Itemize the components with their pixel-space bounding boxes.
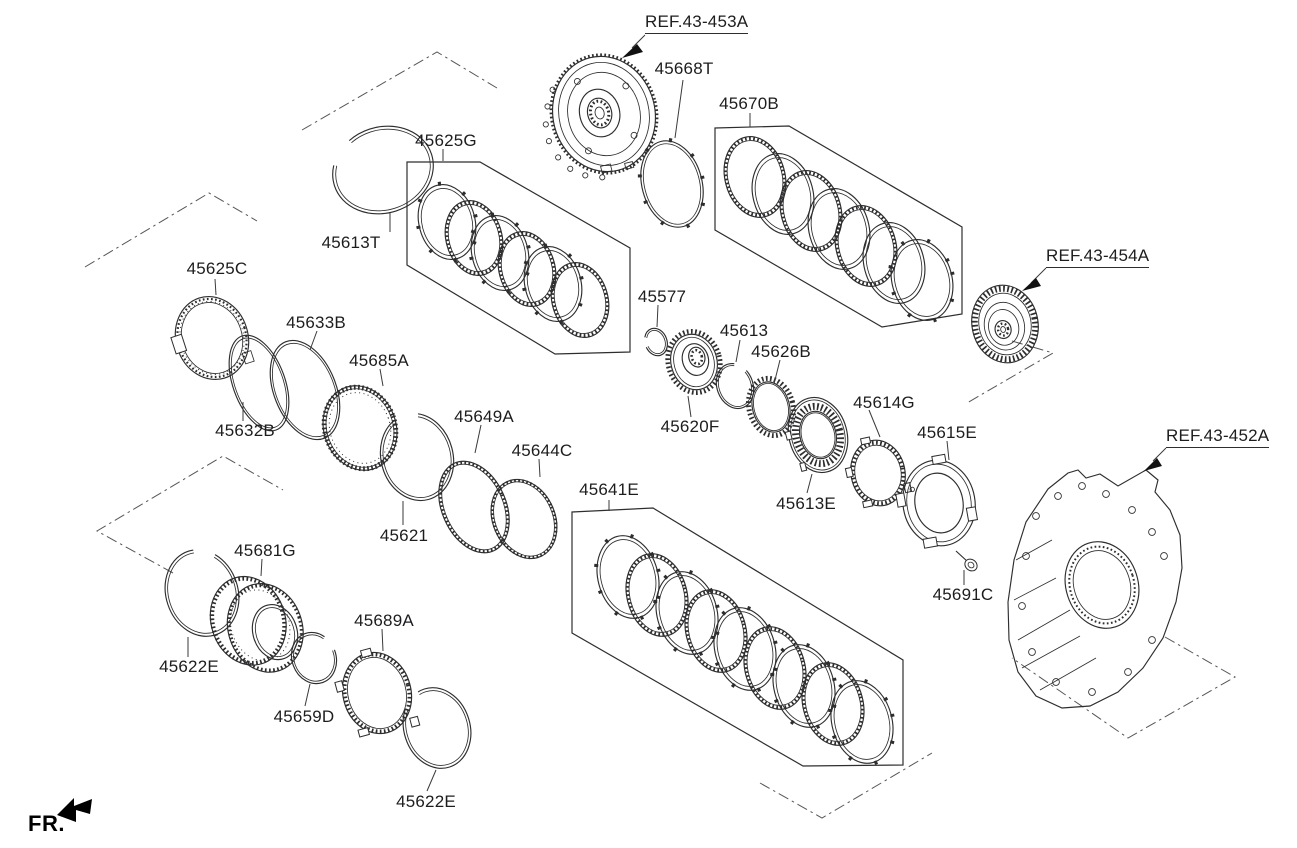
part-label-45613e: 45613E — [776, 494, 836, 513]
snap-ring-45621 — [379, 412, 455, 502]
snap-ring-45613 — [715, 362, 755, 410]
snap-ring-45613t — [332, 125, 434, 215]
oil-pump-assembly — [542, 53, 659, 181]
part-label-45681g: 45681G — [234, 541, 296, 560]
pressure-plate-ring — [637, 137, 707, 231]
part-label-45633b: 45633B — [286, 313, 346, 332]
part-label-45621: 45621 — [379, 526, 429, 545]
toothed-ring-45649a — [438, 460, 510, 554]
ref-label-43-454a: REF.43-454A — [1046, 246, 1150, 268]
part-label-45614g: 45614G — [853, 393, 915, 412]
part-label-45622e-upper: 45622E — [159, 657, 219, 676]
part-label-45613: 45613 — [719, 321, 769, 340]
spring-plate-45685a — [321, 384, 399, 472]
snap-ring-45577 — [644, 327, 668, 357]
brake-plate-kit-45670b — [714, 125, 963, 328]
brake-drum-45681g — [209, 575, 304, 673]
one-way-clutch-45620f — [665, 329, 723, 395]
brake-hub-45689a — [334, 647, 421, 738]
part-label-45577: 45577 — [637, 287, 687, 306]
snap-ring-45622e-lower — [402, 687, 472, 769]
fr-direction-arrow-icon — [57, 798, 92, 822]
part-label-45668t: 45668T — [654, 59, 714, 78]
part-label-45691c: 45691C — [932, 585, 994, 604]
brake-plate-kit-45641e — [571, 507, 904, 767]
toothed-ring-45644c — [490, 478, 558, 560]
ref-label-43-453a: REF.43-453A — [645, 12, 749, 34]
return-spring-retainer-45614g — [844, 436, 913, 509]
part-label-45632b: 45632B — [215, 421, 275, 440]
section-divider-lines — [84, 51, 1237, 819]
brake-hub-45625c — [170, 295, 255, 381]
part-label-45670b: 45670B — [719, 94, 779, 113]
part-label-45613t: 45613T — [321, 233, 381, 252]
bolt-45691c — [955, 550, 978, 572]
spring-retainer-45615e — [895, 453, 979, 549]
leader-lines — [187, 34, 1167, 792]
part-label-45641e: 45641E — [579, 480, 639, 499]
ring-45632b — [228, 334, 290, 432]
clutch-plate-kit-45625g — [406, 161, 631, 355]
ref-label-43-452a: REF.43-452A — [1166, 426, 1270, 448]
part-label-45644c: 45644C — [511, 441, 573, 460]
wave-spring-45626b — [745, 375, 797, 439]
front-direction-label: FR. — [28, 811, 65, 836]
torque-converter — [971, 284, 1039, 364]
part-label-45649a: 45649A — [454, 407, 514, 426]
part-label-45659d: 45659D — [273, 707, 335, 726]
brake-piston-45613e — [784, 396, 849, 474]
snap-ring-45659d — [290, 631, 338, 685]
part-label-45685a: 45685A — [349, 351, 409, 370]
part-label-45625c: 45625C — [186, 259, 248, 278]
ring-45633b — [269, 339, 341, 441]
part-label-45625g: 45625G — [415, 131, 477, 150]
part-label-45615e: 45615E — [917, 423, 977, 442]
part-label-45626b: 45626B — [751, 342, 811, 361]
part-label-45622e-lower: 45622E — [396, 792, 456, 811]
part-label-45620f: 45620F — [660, 417, 720, 436]
part-label-45689a: 45689A — [354, 611, 414, 630]
transaxle-case — [1007, 469, 1183, 709]
